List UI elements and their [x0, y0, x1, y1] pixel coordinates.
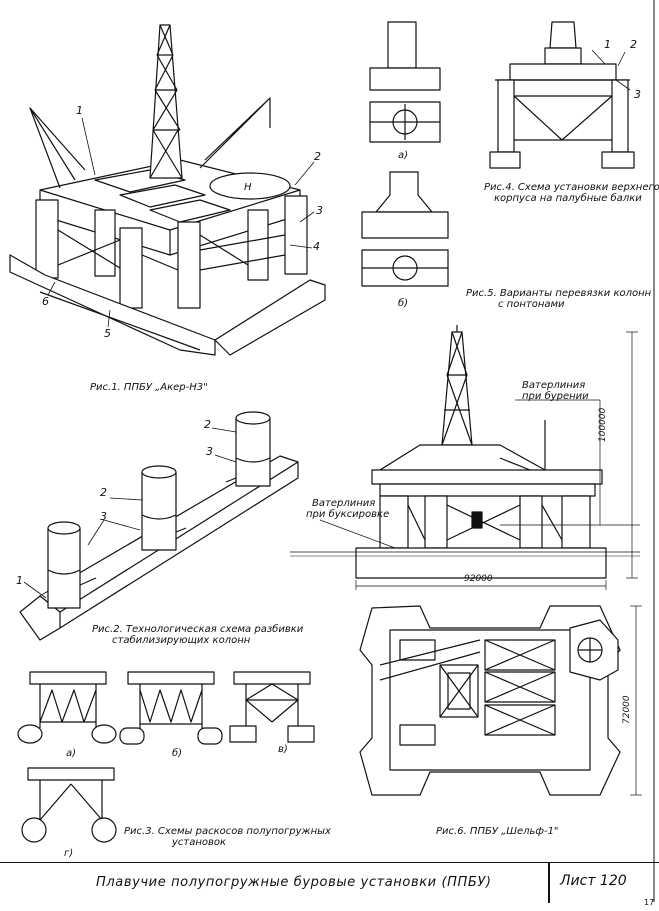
svg-text:H: H [244, 182, 252, 193]
fig5-caption-line2: с понтонами [498, 299, 565, 310]
fig1-callout-3: 3 [316, 204, 323, 217]
fig3-variant-g: г) [64, 848, 74, 859]
page-number: 17 [644, 898, 655, 907]
fig2-callout-1: 1 [16, 574, 23, 587]
fig1-caption: Рис.1. ППБУ „Акер-Н3" [90, 382, 208, 393]
fig5-variant-a: а) [398, 150, 409, 161]
fig3-caption-line2: установок [172, 837, 227, 848]
fig4-callout-1: 1 [604, 38, 611, 51]
title-block-divider [548, 863, 550, 903]
title-block: Плавучие полупогружные буровые установки… [0, 862, 659, 903]
fig1-callout-6: 6 [42, 295, 49, 308]
fig3-variant-a: а) [66, 748, 77, 759]
fig1-aker-h3-rig: H [9, 24, 326, 356]
fig6-dim-width: 72000 [622, 695, 632, 724]
fig6-caption: Рис.6. ППБУ „Шельф-1" [436, 826, 559, 837]
fig6-shelf1-elevation [290, 325, 640, 590]
fig3-variant-b: б) [172, 748, 183, 759]
fig6-dim-length: 92000 [464, 574, 493, 584]
fig2-callout-3a: 3 [206, 445, 213, 458]
fig6-dim-height: 100000 [598, 407, 608, 442]
fig1-callout-1: 1 [76, 104, 83, 117]
fig5-caption-line1: Рис.5. Варианты перевязки колонн [466, 288, 652, 299]
fig1-callout-2: 2 [314, 150, 321, 163]
fig6-shelf1-plan [359, 605, 642, 796]
fig5-variant-b: б) [398, 298, 409, 309]
fig4-callout-3: 3 [634, 88, 641, 101]
fig6-waterline-drilling-1: Ватерлиния [522, 380, 586, 391]
fig2-callout-2a: 2 [100, 486, 107, 499]
fig3-bracing-schemes [17, 671, 315, 843]
fig6-waterline-towing-1: Ватерлиния [312, 498, 376, 509]
sheet-title: Плавучие полупогружные буровые установки… [96, 875, 492, 890]
fig2-column-breakdown-scheme [19, 411, 299, 641]
fig2-caption-line2: стабилизирующих колонн [112, 635, 251, 646]
fig6-waterline-towing-2: при буксировке [306, 509, 390, 520]
fig5-column-pontoon-variants [361, 21, 449, 287]
fig6-waterline-drilling-2: при бурении [522, 391, 589, 402]
fig4-caption-line1: Рис.4. Схема установки верхнего [484, 182, 659, 193]
fig4-upper-hull-mount [489, 21, 635, 169]
fig1-callout-5: 5 [104, 327, 111, 340]
fig1-callout-4: 4 [313, 240, 320, 253]
sheet-number: Лист 120 [560, 873, 627, 889]
fig4-caption-line2: корпуса на палубные балки [494, 193, 642, 204]
fig2-callout-2b: 2 [204, 418, 211, 431]
fig3-caption-line1: Рис.3. Схемы раскосов полупогружных [124, 826, 331, 837]
fig4-callout-2: 2 [630, 38, 637, 51]
fig3-variant-v: в) [278, 744, 288, 755]
fig2-caption-line1: Рис.2. Технологическая схема разбивки [92, 624, 304, 635]
fig2-callout-3b: 3 [100, 510, 107, 523]
